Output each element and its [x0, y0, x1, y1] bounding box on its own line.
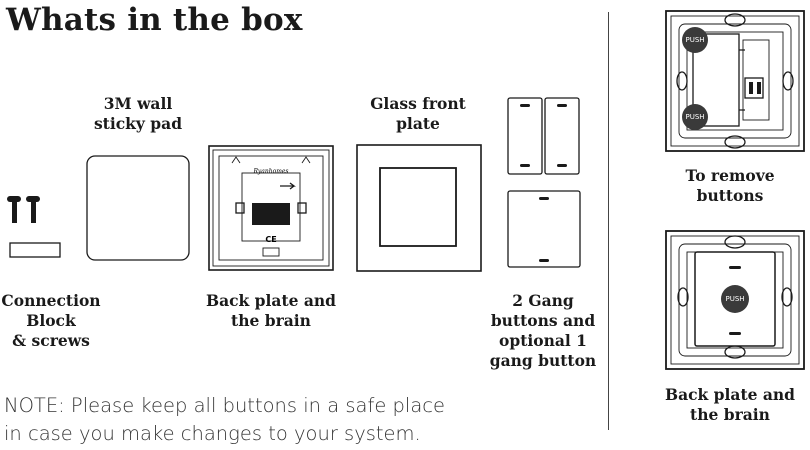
- sticky-pad-illustration: [86, 155, 190, 261]
- safety-note: NOTE: Please keep all buttons in a safe …: [4, 394, 445, 445]
- back-plate-illustration: Ryanhomes CE: [208, 145, 334, 271]
- brand-logo: Ryanhomes: [252, 168, 288, 175]
- two-gang-buttons-illustration: [507, 97, 580, 175]
- back-plate-caption: Back plate and the brain: [205, 291, 337, 330]
- divider: [608, 12, 609, 430]
- glass-plate-caption: Glass front plate: [370, 94, 466, 133]
- back-plate-brain-caption: Back plate and the brain: [664, 385, 796, 424]
- svg-text:CE: CE: [265, 235, 276, 244]
- buttons-caption: 2 Gang buttons and optional 1 gang butto…: [489, 291, 597, 370]
- push-badge-top: PUSH: [682, 27, 708, 53]
- one-gang-button-illustration: [507, 190, 581, 268]
- sticky-pad-caption: 3M wall sticky pad: [93, 94, 183, 133]
- connection-block-caption: Connection Block & screws: [1, 291, 101, 350]
- screws-illustration: [7, 196, 61, 258]
- push-badge-bottom: PUSH: [682, 104, 708, 130]
- page-title: Whats in the box: [6, 2, 303, 38]
- glass-front-plate-illustration: [356, 144, 482, 272]
- remove-buttons-illustration: [665, 10, 805, 152]
- push-badge-center: PUSH: [721, 285, 749, 313]
- remove-buttons-caption: To remove buttons: [685, 166, 775, 205]
